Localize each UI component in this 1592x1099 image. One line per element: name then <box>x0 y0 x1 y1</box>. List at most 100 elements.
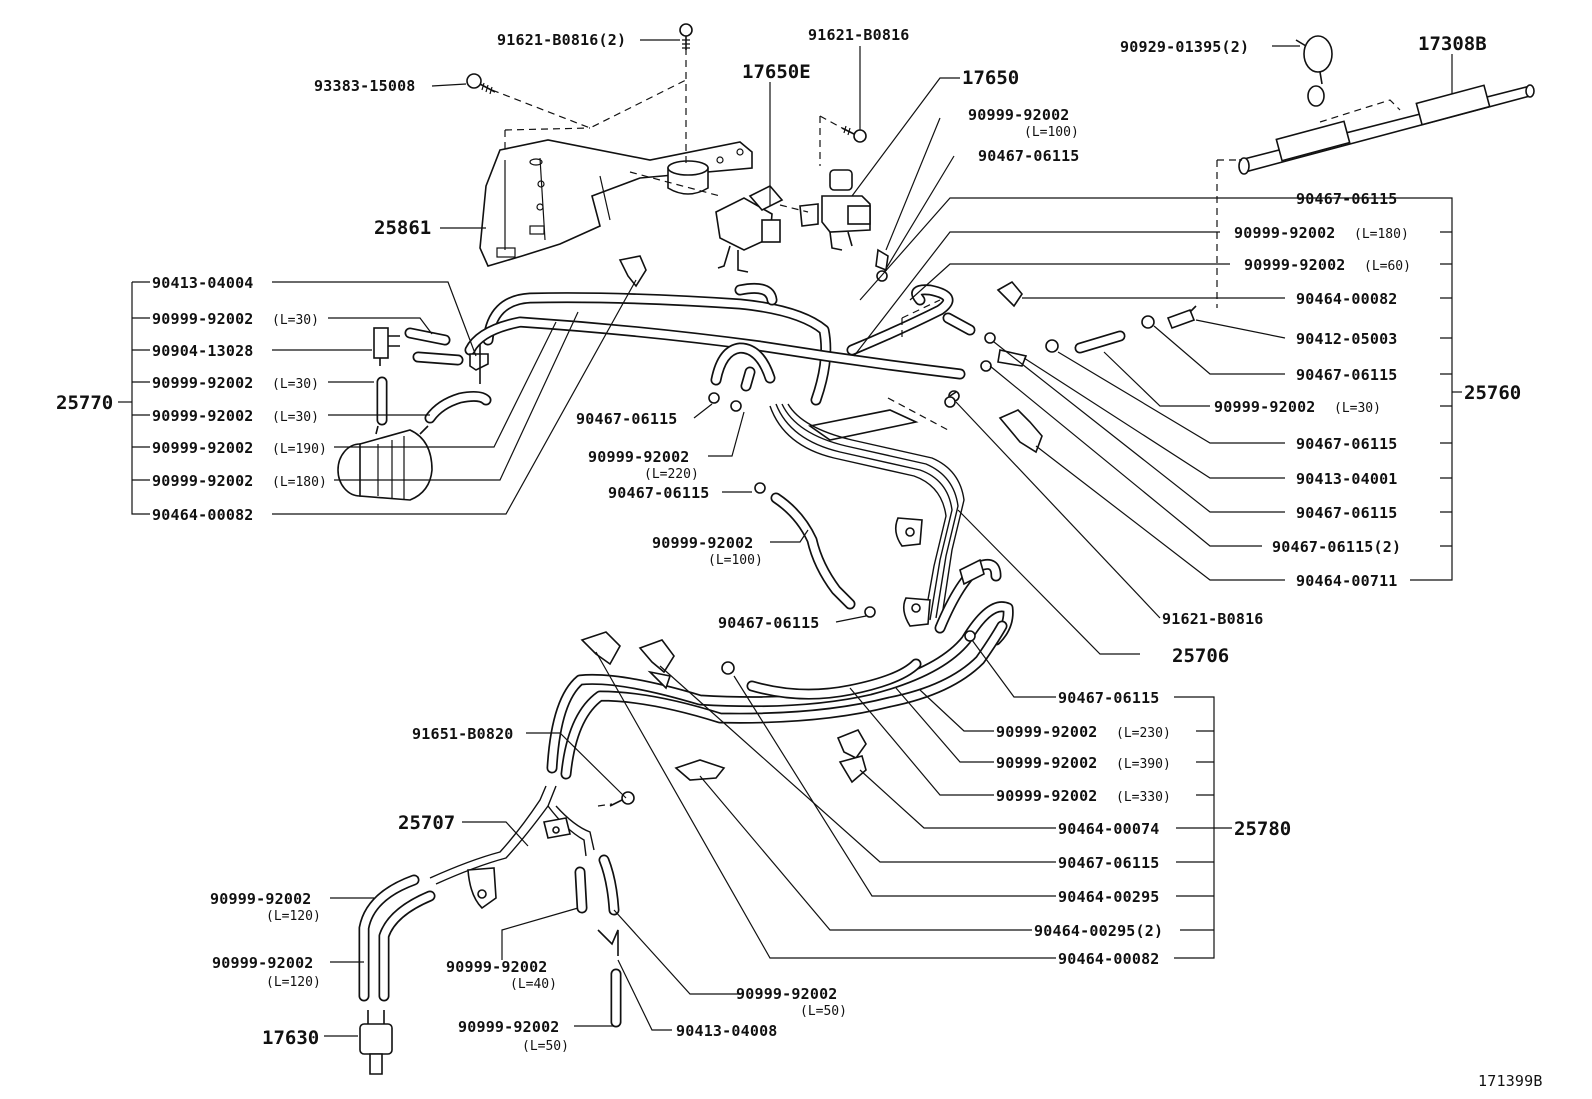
label-L100-top: (L=100) <box>1024 125 1079 140</box>
pipe-25707-drawing <box>429 785 635 910</box>
lower-hose-bundle-drawing <box>546 558 1014 780</box>
bolt-93383-15008-drawing <box>466 73 496 95</box>
label-25780-item-7: 90464-00295(2) <box>1034 922 1163 940</box>
label-25770-item-6-len: (L=180) <box>272 475 327 490</box>
label-25760-item-2-len: (L=60) <box>1364 259 1411 274</box>
vsv-17650-drawing <box>799 169 871 251</box>
clip-90929-01395-drawing <box>1295 35 1333 107</box>
upper-hose-bundle-drawing <box>464 282 1126 406</box>
label-group-25760: 25760 <box>1464 382 1521 404</box>
label-25780-item-5: 90467-06115 <box>1058 854 1160 872</box>
group-25760-list: 90467-06115 90999-92002 (L=180) 90999-92… <box>1214 190 1411 590</box>
label-91651-B0820: 91651-B0820 <box>412 725 514 743</box>
label-25780-item-1: 90999-92002 <box>996 723 1098 741</box>
pipe-bracket-25706-drawing <box>769 391 965 627</box>
label-25760-item-6: 90999-92002 <box>1214 398 1316 416</box>
label-25770-item-6: 90999-92002 <box>152 472 254 490</box>
label-17650E: 17650E <box>742 61 811 83</box>
label-90999-92002-L50-left: 90999-92002 <box>458 1018 560 1036</box>
label-90999-92002-L40: 90999-92002 <box>446 958 548 976</box>
label-L120-a: (L=120) <box>266 909 321 924</box>
label-91621-B0816-2: 91621-B0816(2) <box>497 31 626 49</box>
label-25770-item-1-len: (L=30) <box>272 313 319 328</box>
label-25760-item-0: 90467-06115 <box>1296 190 1398 208</box>
label-L50-right: (L=50) <box>800 1004 847 1019</box>
filter-pipe-17308B-drawing <box>1238 84 1535 175</box>
label-25780-item-6: 90464-00295 <box>1058 888 1160 906</box>
label-25760-item-8: 90413-04001 <box>1296 470 1398 488</box>
label-L40: (L=40) <box>510 977 557 992</box>
drawing-number: 171399B <box>1478 1072 1543 1090</box>
label-25760-item-7: 90467-06115 <box>1296 435 1398 453</box>
label-25760-item-1-len: (L=180) <box>1354 227 1409 242</box>
label-90999-92002-L50-right: 90999-92002 <box>736 985 838 1003</box>
label-25780-item-3: 90999-92002 <box>996 787 1098 805</box>
label-25780-item-2: 90999-92002 <box>996 754 1098 772</box>
label-90467-06115-top: 90467-06115 <box>978 147 1080 165</box>
label-25770-item-0: 90413-04004 <box>152 274 254 292</box>
label-25780-item-4: 90464-00074 <box>1058 820 1160 838</box>
label-25861: 25861 <box>374 217 431 239</box>
label-25760-item-1: 90999-92002 <box>1234 224 1336 242</box>
label-25760-item-5: 90467-06115 <box>1296 366 1398 384</box>
label-25760-item-10: 90467-06115(2) <box>1272 538 1401 556</box>
label-90467-06115-mid-left: 90467-06115 <box>576 410 678 428</box>
bolt-91621-B0816-2-drawing <box>679 23 693 50</box>
left-cluster-parts-drawing <box>337 327 492 501</box>
label-25780-item-1-len: (L=230) <box>1116 726 1171 741</box>
label-93383-15008: 93383-15008 <box>314 77 416 95</box>
label-90467-06115-lower: 90467-06115 <box>718 614 820 632</box>
label-25760-item-4: 90412-05003 <box>1296 330 1398 348</box>
label-25780-item-0: 90467-06115 <box>1058 689 1160 707</box>
label-group-25780: 25780 <box>1234 818 1291 840</box>
label-90999-92002-L100-mid: 90999-92002 <box>652 534 754 552</box>
label-25760-item-2: 90999-92002 <box>1244 256 1346 274</box>
label-group-25770: 25770 <box>56 392 113 414</box>
label-17630: 17630 <box>262 1027 319 1049</box>
label-25770-item-7: 90464-00082 <box>152 506 254 524</box>
bolt-91621-B0816-a-drawing <box>841 125 867 143</box>
label-90999-92002-L120-b: 90999-92002 <box>212 954 314 972</box>
label-L120-b: (L=120) <box>266 975 321 990</box>
label-25770-item-5-len: (L=190) <box>272 442 327 457</box>
label-90413-04008: 90413-04008 <box>676 1022 778 1040</box>
label-91621-B0816-right: 91621-B0816 <box>1162 610 1264 628</box>
label-25760-item-11: 90464-00711 <box>1296 572 1398 590</box>
label-L220: (L=220) <box>644 467 699 482</box>
label-25780-item-8: 90464-00082 <box>1058 950 1160 968</box>
label-90929-01395-2: 90929-01395(2) <box>1120 38 1249 56</box>
label-25770-item-2: 90904-13028 <box>152 342 254 360</box>
label-25780-item-3-len: (L=330) <box>1116 790 1171 805</box>
label-90999-92002-top: 90999-92002 <box>968 106 1070 124</box>
label-L50-left: (L=50) <box>522 1039 569 1054</box>
label-90999-92002-L220: 90999-92002 <box>588 448 690 466</box>
label-17650: 17650 <box>962 67 1019 89</box>
group-25770-list: 90413-04004 90999-92002 (L=30) 90904-130… <box>152 274 327 524</box>
label-25760-item-6-len: (L=30) <box>1334 401 1381 416</box>
bracket-25861-drawing <box>479 139 753 267</box>
lower-clips-drawing <box>580 630 976 784</box>
upper-clips-drawing <box>618 248 1197 618</box>
label-90467-06115-clip: 90467-06115 <box>608 484 710 502</box>
label-25770-item-4: 90999-92002 <box>152 407 254 425</box>
label-17308B: 17308B <box>1418 33 1487 55</box>
label-25770-item-1: 90999-92002 <box>152 310 254 328</box>
leader-lines <box>118 39 1462 1037</box>
label-91621-B0816-top: 91621-B0816 <box>808 26 910 44</box>
label-25770-item-4-len: (L=30) <box>272 410 319 425</box>
lower-left-hoses-drawing <box>358 854 622 1075</box>
label-25707: 25707 <box>398 812 455 834</box>
label-90999-92002-L120-a: 90999-92002 <box>210 890 312 908</box>
label-25760-item-3: 90464-00082 <box>1296 290 1398 308</box>
label-25770-item-3: 90999-92002 <box>152 374 254 392</box>
label-25706: 25706 <box>1172 645 1229 667</box>
label-25780-item-2-len: (L=390) <box>1116 757 1171 772</box>
label-25770-item-5: 90999-92002 <box>152 439 254 457</box>
vsv-17650E-drawing <box>715 185 784 273</box>
label-L100-mid: (L=100) <box>708 553 763 568</box>
label-25760-item-9: 90467-06115 <box>1296 504 1398 522</box>
group-25780-list: 90467-06115 90999-92002 (L=230) 90999-92… <box>996 689 1171 968</box>
label-25770-item-3-len: (L=30) <box>272 377 319 392</box>
